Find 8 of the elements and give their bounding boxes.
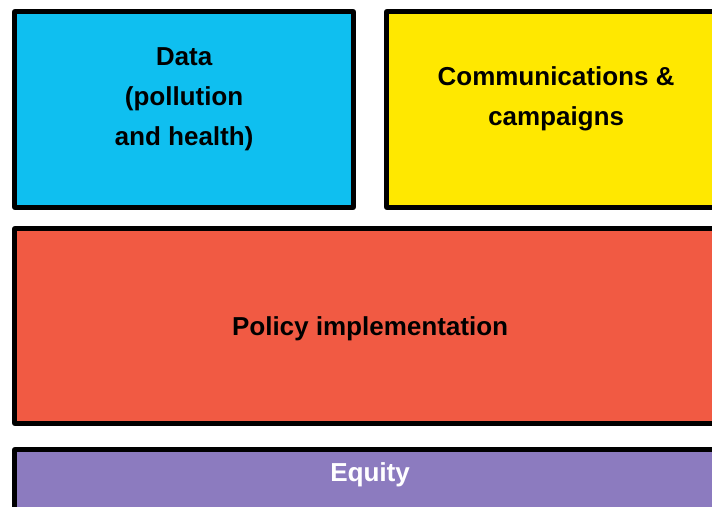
box-label: Policy implementation <box>232 310 508 343</box>
category-box <box>12 226 712 426</box>
box-label: Equity <box>330 456 410 489</box>
category-box <box>384 9 712 210</box>
box-label: Data (pollution and health) <box>114 40 254 153</box>
category-box <box>12 9 356 210</box>
box-label: Communications & campaigns <box>436 60 676 133</box>
category-box <box>12 447 712 507</box>
